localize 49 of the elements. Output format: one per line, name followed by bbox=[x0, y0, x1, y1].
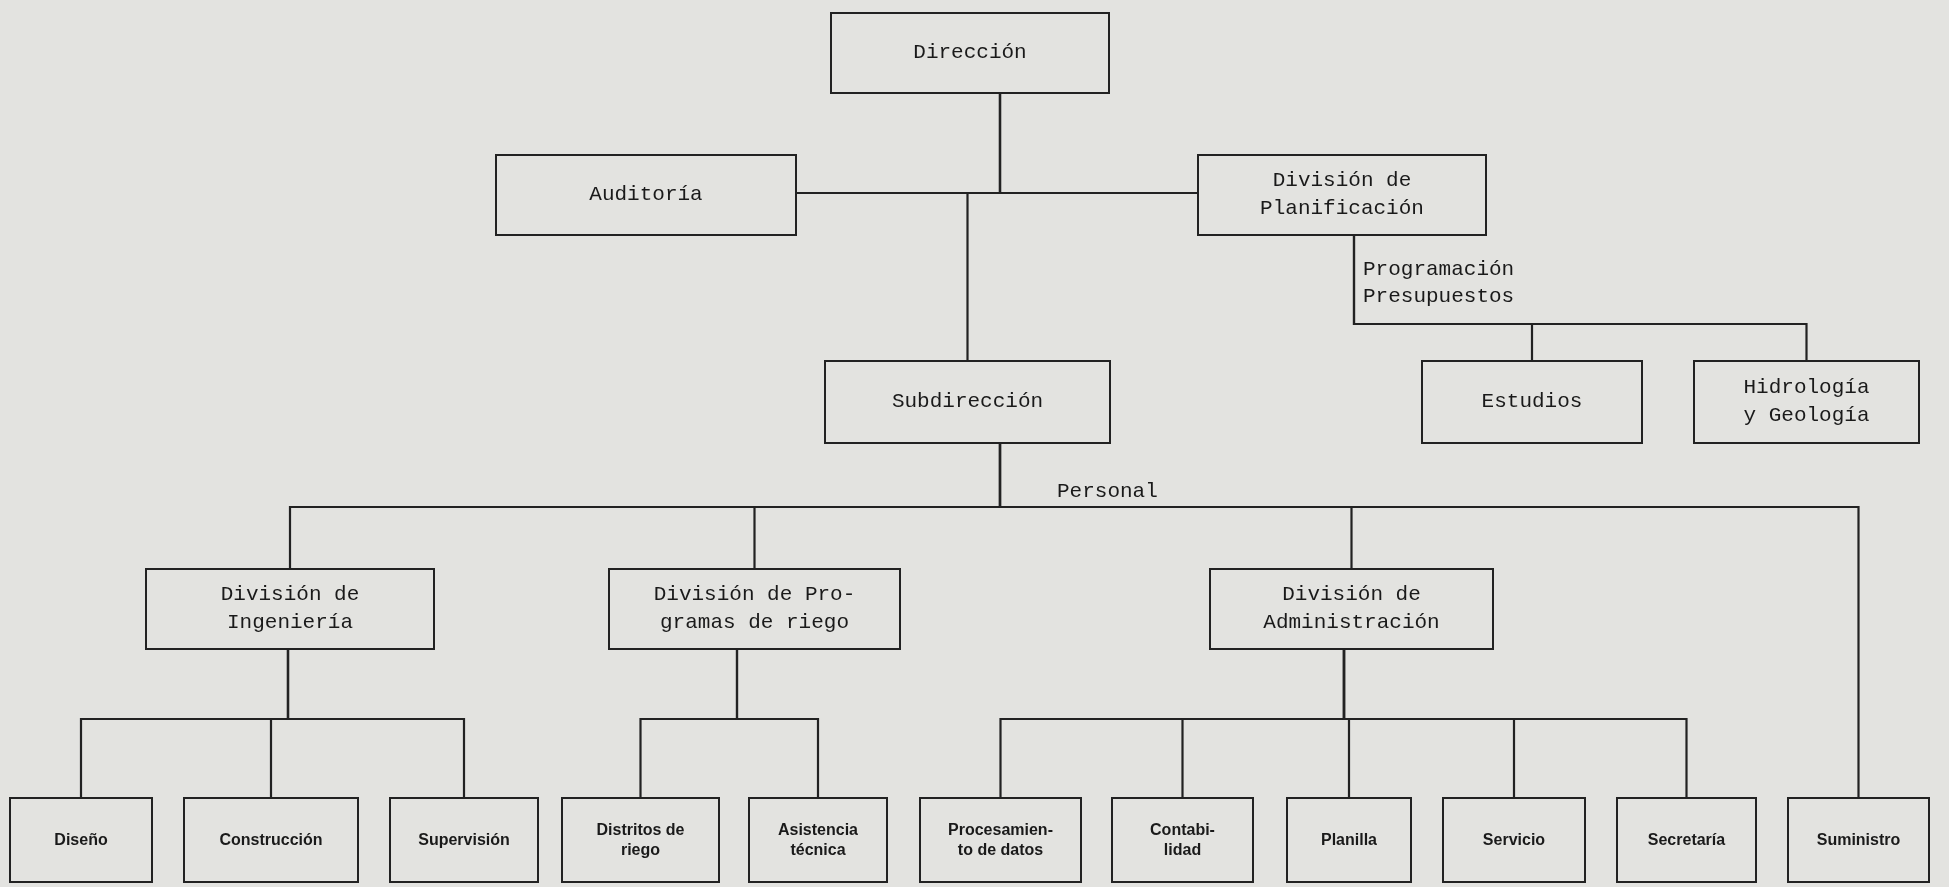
unit-name: Secretaría bbox=[1647, 830, 1726, 850]
unit-name: Construcción bbox=[219, 830, 323, 850]
unit-name: Suministro bbox=[1816, 830, 1901, 850]
connector-line bbox=[735, 650, 820, 797]
unit-name: Distritos de riego bbox=[595, 820, 686, 860]
org-box bbox=[608, 568, 901, 650]
org-box bbox=[145, 568, 435, 650]
org-box bbox=[919, 797, 1082, 883]
org-box bbox=[9, 797, 153, 883]
org-box bbox=[389, 797, 539, 883]
org-box bbox=[1111, 797, 1254, 883]
org-box bbox=[824, 360, 1111, 444]
connector-line bbox=[1352, 236, 1808, 360]
unit-name: División de Ingeniería bbox=[219, 581, 361, 636]
connector-line bbox=[286, 650, 466, 797]
unit-name: División de Planificación bbox=[1259, 167, 1425, 222]
org-box bbox=[1442, 797, 1586, 883]
unit-name: Dirección bbox=[913, 39, 1027, 66]
unit-name: Contabi- lidad bbox=[1149, 820, 1216, 860]
org-box bbox=[1693, 360, 1920, 444]
unit-name: Hidrología y Geología bbox=[1742, 374, 1871, 429]
unit-name: Servicio bbox=[1482, 830, 1546, 850]
connector-line bbox=[966, 94, 1002, 360]
unit-name: Planilla bbox=[1321, 830, 1377, 850]
connector-line bbox=[1342, 650, 1688, 797]
org-box bbox=[1286, 797, 1412, 883]
unit-name: Estudios bbox=[1481, 388, 1583, 415]
org-box bbox=[561, 797, 720, 883]
staff-unit-label: Personal bbox=[1057, 480, 1158, 503]
org-box bbox=[1787, 797, 1930, 883]
org-box bbox=[748, 797, 888, 883]
unit-name: División de Administración bbox=[1262, 581, 1441, 636]
org-box bbox=[183, 797, 359, 883]
org-box bbox=[1209, 568, 1494, 650]
unit-name: Procesamien- to de datos bbox=[947, 820, 1054, 860]
unit-name: Auditoría bbox=[589, 181, 703, 208]
org-box bbox=[1616, 797, 1757, 883]
org-box bbox=[495, 154, 797, 236]
unit-name: División de Pro- gramas de riego bbox=[652, 581, 857, 636]
unit-name: Supervisión bbox=[418, 830, 510, 850]
org-box bbox=[1197, 154, 1487, 236]
unit-name: Subdirección bbox=[891, 388, 1044, 415]
org-box bbox=[1421, 360, 1643, 444]
staff-unit-label: Programación bbox=[1363, 258, 1515, 281]
connector-line bbox=[998, 444, 1860, 797]
staff-unit-label: Presupuestos bbox=[1363, 285, 1515, 308]
unit-name: Diseño bbox=[54, 830, 108, 850]
unit-name: Asistencia técnica bbox=[776, 820, 859, 860]
org-box bbox=[830, 12, 1110, 94]
